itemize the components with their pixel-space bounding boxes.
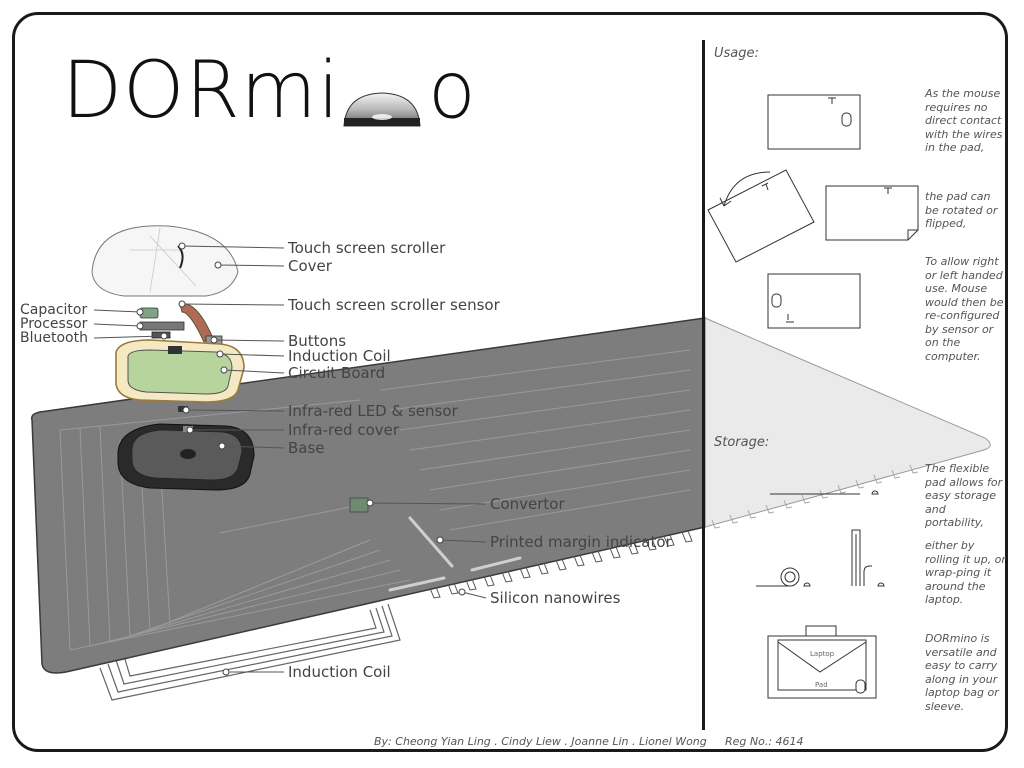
footer-credits: By: Cheong Yian Ling . Cindy Liew . Joan… xyxy=(374,735,707,748)
bag-pad-label: Pad xyxy=(815,681,828,689)
scroller-sensor xyxy=(179,303,213,343)
label-induction-coil-top: Induction Coil xyxy=(288,347,391,365)
title-mouse-logo xyxy=(343,92,421,127)
label-circuit-board: Circuit Board xyxy=(288,364,386,382)
label-touch-screen-scroller: Touch screen scroller xyxy=(288,239,446,257)
usage-pad-rotated xyxy=(707,169,815,263)
board-chip xyxy=(168,346,182,354)
storage-note-1: The flexible pad allows for easy storage… xyxy=(925,462,1003,529)
label-processor: Processor xyxy=(20,316,88,332)
label-induction-coil-bottom: Induction Coil xyxy=(288,663,391,681)
processor-part xyxy=(139,321,185,331)
usage-note-3: To allow right or left handed use. Mouse… xyxy=(925,255,1004,363)
label-capacitor: Capacitor xyxy=(20,302,88,318)
rotate-arrow-icon xyxy=(723,171,771,207)
circuit-board-part xyxy=(127,349,233,395)
pad-nanowire-ends xyxy=(429,530,693,599)
storage-heading: Storage: xyxy=(714,435,770,450)
label-base: Base xyxy=(288,439,325,457)
section-divider xyxy=(702,40,705,730)
label-convertor: Convertor xyxy=(490,495,565,513)
pad-coil-lines xyxy=(59,349,691,651)
usage-pad-1 xyxy=(767,94,861,150)
label-printed-margin-indicator: Printed margin indicator xyxy=(490,533,672,551)
label-cover: Cover xyxy=(288,257,332,275)
storage-note-2: either by rolling it up, or wrap-ping it… xyxy=(925,539,1006,606)
footer-reg-number: Reg No.: 4614 xyxy=(725,735,804,748)
leader-dots xyxy=(136,242,466,676)
label-bluetooth: Bluetooth xyxy=(20,330,88,346)
convertor-chip xyxy=(349,497,369,513)
printed-margin-strips xyxy=(388,516,522,592)
poster-title: DORmi xyxy=(62,46,341,136)
usage-note-1: As the mouse requires no direct contact … xyxy=(925,87,1003,154)
label-buttons: Buttons xyxy=(288,332,347,350)
bag-laptop-label: Laptop xyxy=(810,650,835,658)
usage-pad-flipped xyxy=(825,185,919,241)
storage-flat-pad xyxy=(770,490,879,495)
storage-note-3: DORmino is versatile and easy to carry a… xyxy=(925,632,999,713)
label-infrared-cover: Infra-red cover xyxy=(288,421,400,439)
label-touch-screen-scroller-sensor: Touch screen scroller sensor xyxy=(288,296,500,314)
label-silicon-nanowires: Silicon nanowires xyxy=(490,589,621,607)
label-infrared-led-sensor: Infra-red LED & sensor xyxy=(288,402,458,420)
storage-rolled-pad xyxy=(756,567,811,587)
leader-lines xyxy=(93,245,487,673)
usage-note-2: the pad can be rotated or flipped, xyxy=(925,190,998,230)
storage-laptop-bag xyxy=(767,625,877,699)
mouse-cover xyxy=(91,225,239,297)
poster-title-suffix: o xyxy=(428,46,476,136)
usage-heading: Usage: xyxy=(714,46,759,61)
usage-pad-left-handed xyxy=(767,273,861,329)
translucent-pad xyxy=(704,317,991,528)
translucent-pad-teeth xyxy=(711,464,919,529)
mouse-base xyxy=(117,423,255,491)
storage-wrapped-laptop xyxy=(851,529,885,587)
rotate-arrow-head-icon xyxy=(719,197,732,207)
lower-induction-coil xyxy=(99,603,401,701)
